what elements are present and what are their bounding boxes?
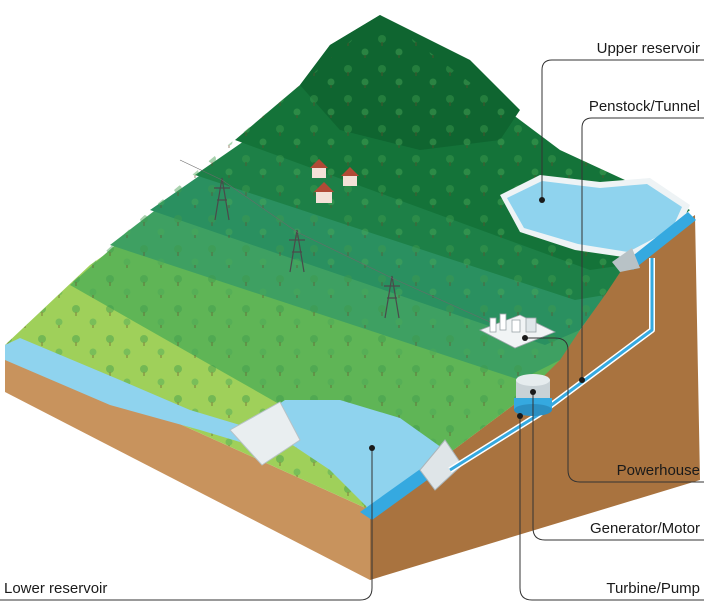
powerhouse-building [479,313,556,349]
label-turbine-pump: Turbine/Pump [606,580,700,597]
penstock-water [449,258,654,472]
soil-front-face [5,345,370,580]
upper-reservoir-water [507,181,682,252]
lower-reservoir-water [255,400,445,510]
transmission-towers [179,159,491,323]
leader-dots [369,197,585,451]
upper-reservoir-section [625,212,696,270]
label-penstock-tunnel: Penstock/Tunnel [588,98,700,115]
lower-dam [229,401,301,466]
leader-lines [0,59,704,601]
houses [310,159,359,203]
label-powerhouse: Powerhouse [616,462,700,479]
river [5,338,250,445]
label-generator-motor: Generator/Motor [589,520,700,537]
label-lower-reservoir: Lower reservoir [4,580,108,597]
upper-intake [612,248,640,272]
label-upper-reservoir: Upper reservoir [596,40,700,57]
